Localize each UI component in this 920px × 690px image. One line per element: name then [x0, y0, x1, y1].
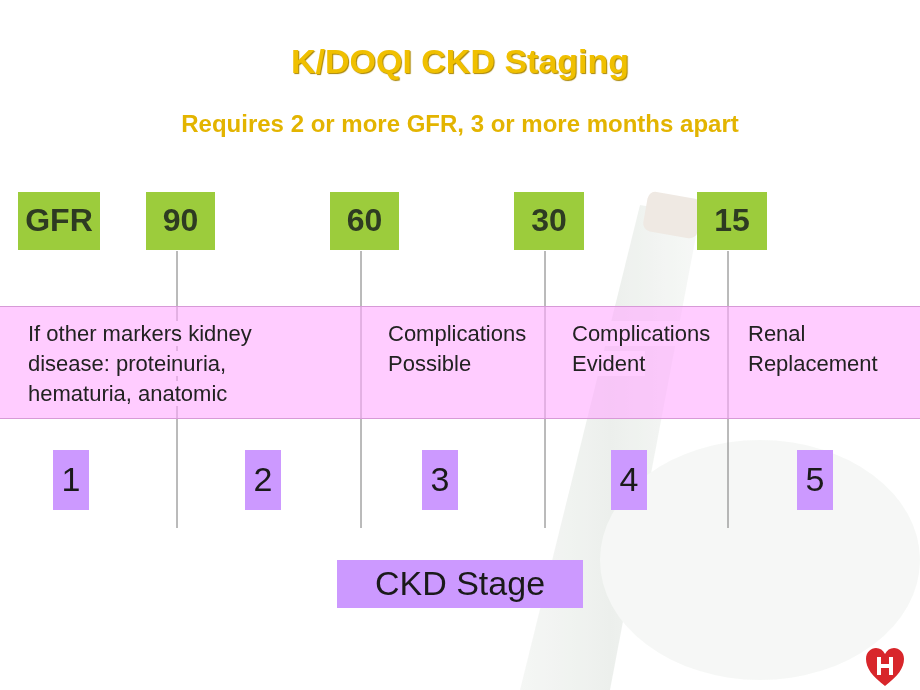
logo-icon: [866, 648, 904, 686]
description-band: If other markers kidney disease: protein…: [0, 306, 920, 419]
stage-number-box: 1: [53, 450, 89, 510]
box-label: GFR: [25, 203, 93, 238]
box-label: 4: [620, 461, 639, 498]
gfr-value-box: 60: [330, 192, 399, 250]
band-note: Complications Evident: [572, 321, 710, 376]
band-note: Renal Replacement: [748, 321, 878, 376]
box-label: CKD Stage: [375, 565, 545, 602]
title: K/DOQI CKD Staging: [0, 42, 920, 81]
band-note: Complications Possible: [388, 321, 526, 376]
box-label: 90: [163, 203, 199, 238]
stage-number-box: 3: [422, 450, 458, 510]
box-label: 2: [254, 461, 273, 498]
stage-number-box: 4: [611, 450, 647, 510]
stage-number-box: 5: [797, 450, 833, 510]
test-tube-illustration: [520, 191, 920, 690]
gfr-value-box: 15: [697, 192, 767, 250]
box-label: 5: [806, 461, 825, 498]
axis-title-box: CKD Stage: [337, 560, 583, 608]
gfr-value-box: 30: [514, 192, 584, 250]
box-label: 30: [531, 203, 567, 238]
subtitle: Requires 2 or more GFR, 3 or more months…: [0, 110, 920, 138]
band-note: If other markers kidney disease: protein…: [28, 321, 252, 406]
box-label: 1: [62, 461, 81, 498]
gfr-value-box: 90: [146, 192, 215, 250]
box-label: 15: [714, 203, 750, 238]
box-label: 60: [347, 203, 383, 238]
gfr-value-box: GFR: [18, 192, 100, 250]
box-label: 3: [431, 461, 450, 498]
stage-number-box: 2: [245, 450, 281, 510]
